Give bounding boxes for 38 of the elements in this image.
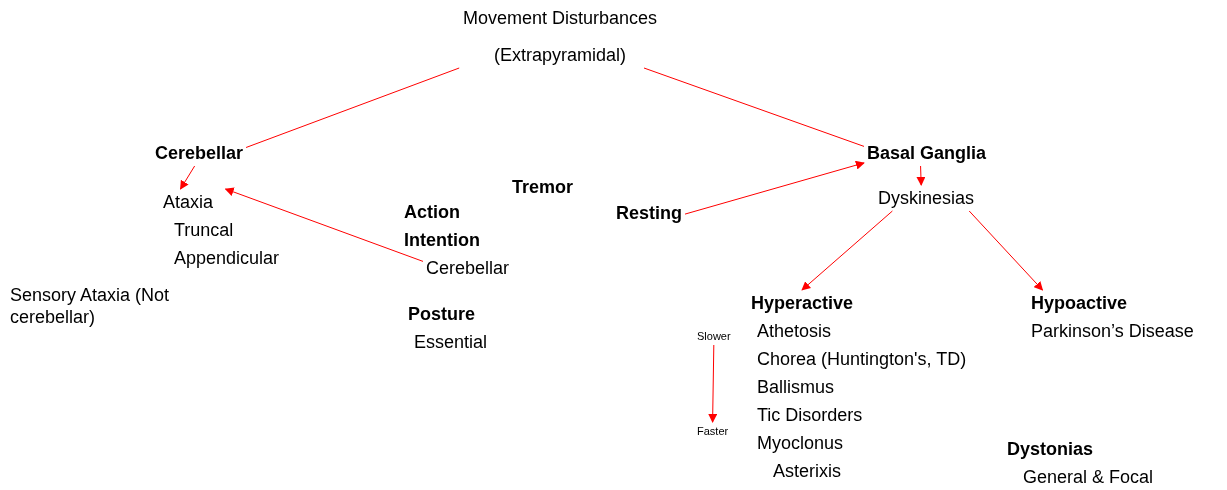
connector-line [245, 67, 460, 148]
scale-label: Faster [697, 424, 729, 438]
item-text: Asterixis [773, 460, 841, 482]
category-label: Ataxia [163, 191, 214, 213]
arrow [968, 210, 1044, 291]
item-text: Chorea (Huntington's, TD) [757, 348, 967, 370]
item-text: Athetosis [757, 320, 832, 342]
category-label: Hyperactive [751, 292, 854, 314]
item-text: Essential [414, 331, 488, 353]
item-text: Tic Disorders [757, 404, 863, 426]
category-label: Basal Ganglia [867, 142, 987, 164]
arrow [224, 187, 424, 262]
title-text: Movement Disturbances [461, 7, 659, 29]
item-text: Appendicular [174, 247, 280, 269]
category-label: Cerebellar [155, 142, 244, 164]
category-label: Resting [616, 202, 682, 224]
arrow [801, 210, 893, 291]
arrow [708, 344, 718, 423]
heading-text: Tremor [512, 176, 574, 198]
scale-label: Slower [697, 329, 731, 343]
heading-text: Dystonias [1007, 438, 1094, 460]
item-text: Truncal [174, 219, 234, 241]
item-text: Myoclonus [757, 432, 844, 454]
item-text: Ballismus [757, 376, 835, 398]
item-text: Sensory Ataxia (Not cerebellar) [10, 284, 171, 328]
title-text: (Extrapyramidal) [493, 44, 627, 66]
item-text: Parkinson’s Disease [1031, 320, 1194, 342]
heading-text: Posture [408, 303, 476, 325]
heading-text: Action [404, 201, 460, 223]
arrow [916, 165, 926, 186]
category-label: Hypoactive [1031, 292, 1128, 314]
category-label: Cerebellar [426, 257, 510, 279]
connector-line [643, 67, 865, 147]
item-text: General & Focal [1023, 466, 1154, 488]
arrow [684, 160, 865, 215]
heading-text: Intention [404, 229, 480, 251]
arrow [180, 165, 196, 190]
category-label: Dyskinesias [878, 187, 975, 209]
